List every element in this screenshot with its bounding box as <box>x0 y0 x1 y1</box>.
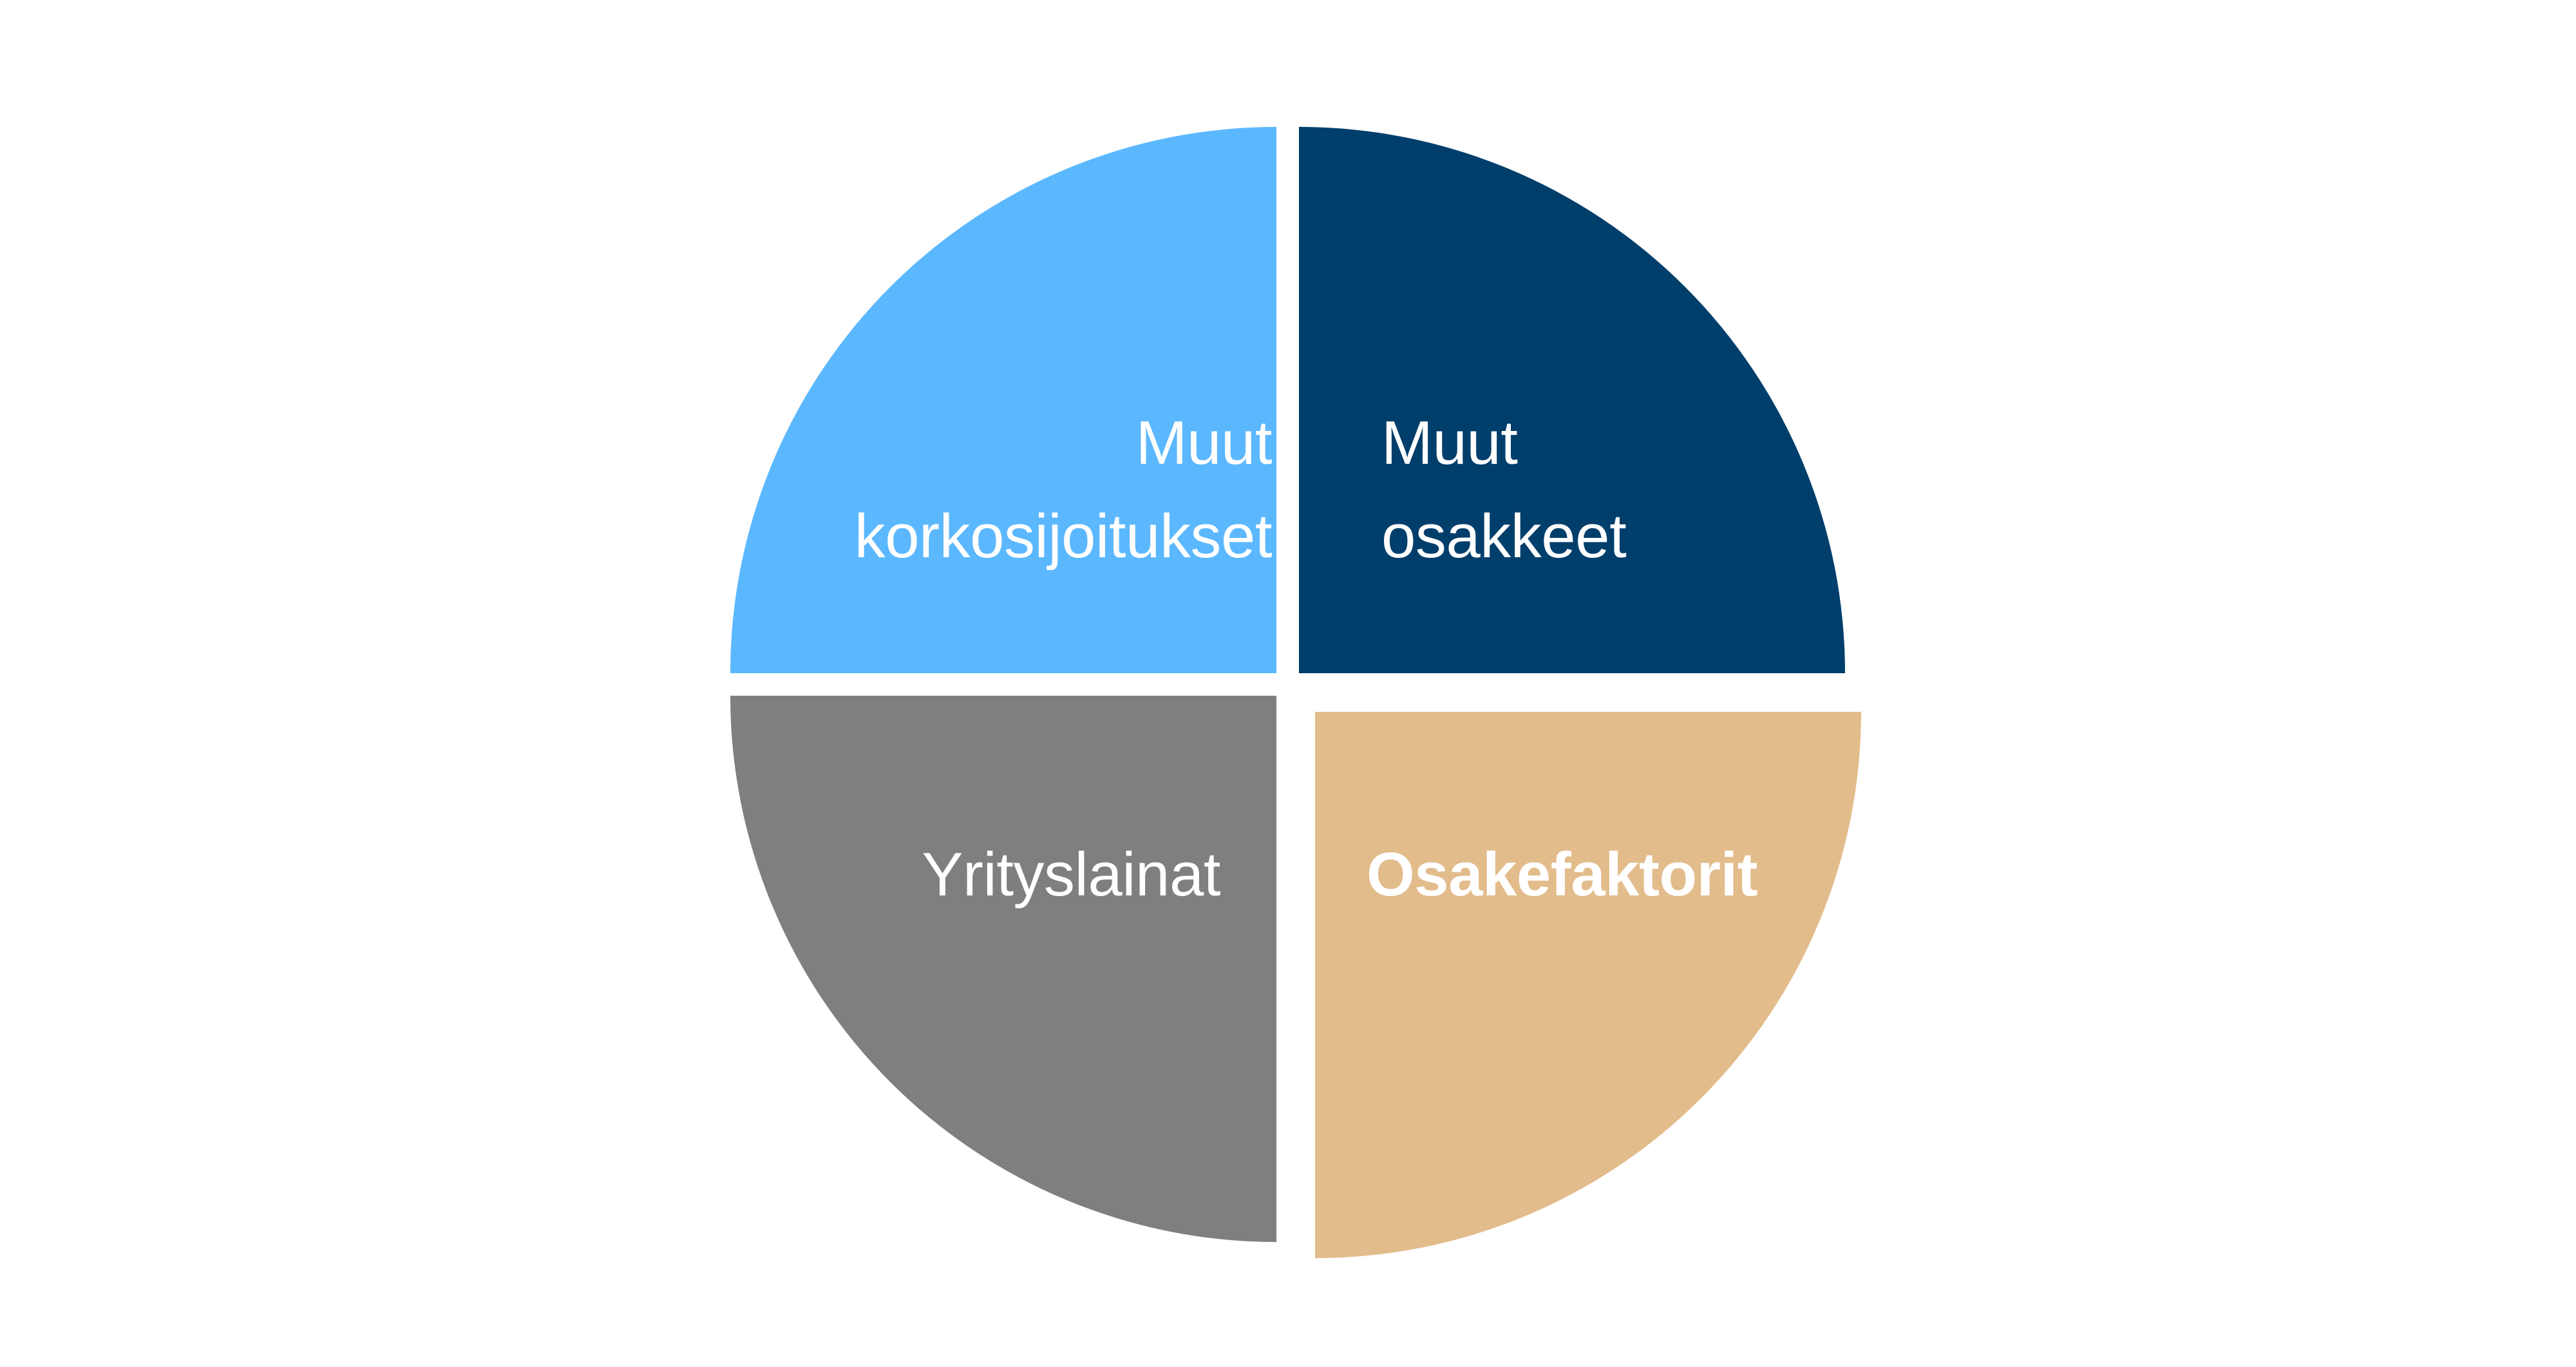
pie-slice-corporate-bonds[interactable] <box>730 696 1276 1242</box>
pie-slice-label-other-equities: Muut osakkeet <box>1381 408 1627 571</box>
pie-slice-label-other-fixed-income: Muut korkosijoitukset <box>854 408 1273 571</box>
pie-slice-label-corporate-bonds: Yrityslainat <box>922 840 1221 909</box>
pie-slice-other-fixed-income[interactable] <box>730 127 1276 673</box>
pie-slice-equity-factors[interactable] <box>1315 712 1861 1258</box>
pie-slice-label-equity-factors: Osakefaktorit <box>1367 840 1758 909</box>
pie-slice-other-equities[interactable] <box>1299 127 1845 673</box>
